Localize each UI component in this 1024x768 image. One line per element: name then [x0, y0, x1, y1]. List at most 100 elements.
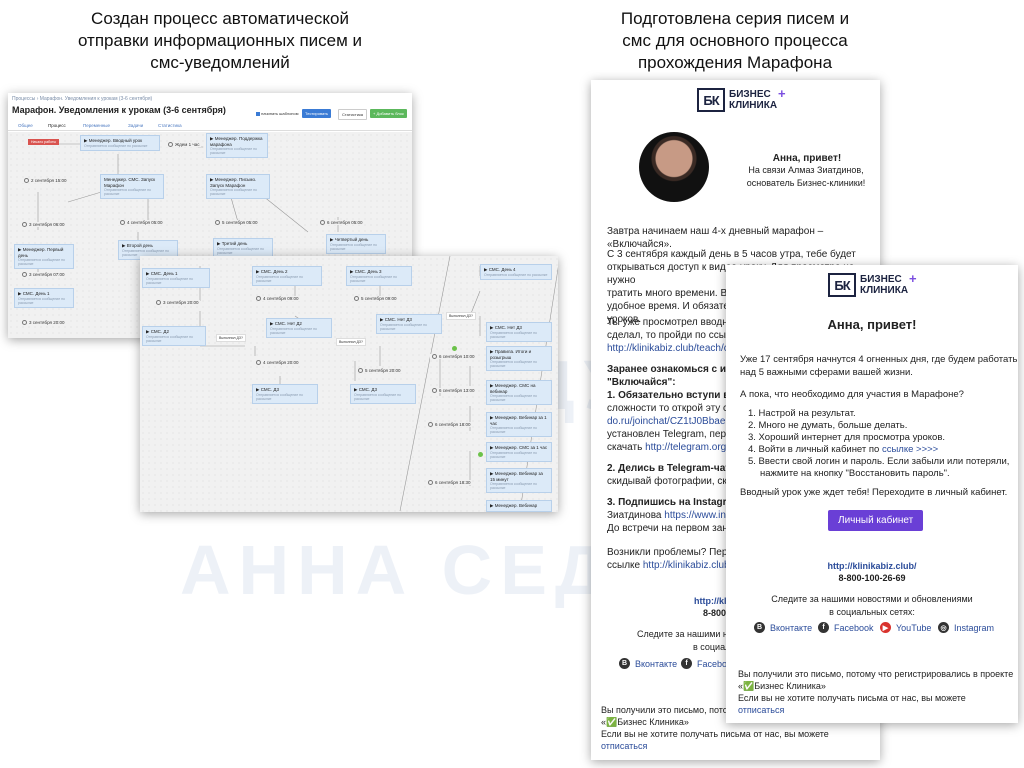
timer-node[interactable]: 3 сентября 07:00 — [20, 272, 67, 277]
text-line: Зиатдинова — [607, 510, 662, 521]
flow-node[interactable]: ▶ СМС. Д3 Отправляется сообщение по расс… — [350, 384, 416, 404]
flow-node[interactable]: ▶ СМС. День 2 Отправляется сообщение по … — [252, 266, 322, 286]
node-title: ▶ СМС. День 1 — [146, 271, 178, 276]
tab-general[interactable]: Общее — [18, 123, 33, 128]
timer-node[interactable]: 4 сентября 20:00 — [254, 360, 301, 365]
text-line: Вы получили это письмо, потому что регис… — [738, 669, 1014, 679]
timer-node[interactable]: 5 сентября 05:00 — [213, 220, 260, 225]
timer-node[interactable]: 6 сентября 05:00 — [318, 220, 365, 225]
node-subtitle: Отправляется сообщение по рассылке — [490, 450, 537, 459]
timer-node[interactable]: 5 сентября 09:00 — [352, 296, 399, 301]
cabinet-link[interactable]: ссылке >>>> — [881, 444, 939, 455]
flow-node[interactable]: ▶ Четвертый день Отправляется сообщение … — [326, 234, 386, 254]
condition-node[interactable]: Выполнил ДЗ? — [336, 338, 366, 346]
timer-node[interactable]: 6 сентября 18:30 — [426, 480, 473, 485]
flow-node[interactable]: ▶ Второй день Отправляется сообщение по … — [118, 240, 178, 260]
logo-mark: БК — [697, 88, 725, 112]
tab-statistics[interactable]: Статистика — [158, 123, 182, 128]
breadcrumb[interactable]: Процессы › Марафон. Уведомления к урокам… — [12, 96, 153, 102]
flow-node[interactable]: ▶ Правила. Итоги и розыгрыш Отправляется… — [486, 346, 552, 371]
flow-node[interactable]: ▶ Менеджер. Поддержка марафона Отправляе… — [206, 133, 268, 158]
status-dot — [478, 452, 483, 457]
flow-node[interactable]: ▶ СМС. Нет Д3 Отправляется сообщение по … — [486, 322, 552, 342]
stats-button[interactable]: Статистика — [338, 109, 368, 120]
tab-variables[interactable]: Переменные — [83, 123, 111, 128]
tab-tasks[interactable]: Задачи — [128, 123, 144, 128]
flow-node[interactable]: Менеджер. СМС. Запуск Марафон Отправляет… — [100, 174, 164, 199]
flow-node[interactable]: ▶ Менеджер. СМС на вебинар Отправляется … — [486, 380, 552, 405]
timer-node[interactable]: 2 сентября 15:00 — [22, 178, 69, 183]
list-item: 5. Ввести свой логин и пароль. Если забы… — [748, 456, 1010, 467]
flow-node[interactable]: ▶ СМС. Д2 Отправляется сообщение по расс… — [142, 326, 206, 346]
timer-node[interactable]: 4 сентября 05:00 — [118, 220, 165, 225]
greeting: Анна, привет! — [772, 153, 842, 164]
timer-node[interactable]: 3 сентября 06:00 — [20, 222, 67, 227]
flow-node[interactable]: ▶ Менеджер. Вебинар — [486, 500, 552, 512]
telegram-link[interactable]: http://telegram.org — [645, 442, 727, 453]
node-title: ▶ Правила. Итоги и розыгрыш — [490, 349, 532, 360]
start-tag[interactable]: Начало работы — [28, 139, 60, 145]
template-checkbox[interactable]: начинать шаблоном — [256, 111, 299, 116]
timer-node[interactable]: Ждем 1 час — [166, 142, 202, 147]
lesson-link[interactable]: http://klinikabiz.club/teach/contro — [607, 343, 752, 354]
flow-node[interactable]: ▶ СМС. День 3 Отправляется сообщение по … — [346, 266, 412, 286]
timer-node[interactable]: 6 сентября 13:00 — [430, 388, 477, 393]
unsubscribe-link[interactable]: отписаться — [601, 741, 648, 751]
instagram-link[interactable]: https://www.instag — [664, 510, 745, 521]
text-line: скидывай фотографии, скрин — [607, 476, 744, 487]
flow-node[interactable]: ▶ СМС. Нет Д3 Отправляется сообщение по … — [376, 314, 442, 334]
site-link[interactable]: http://klinikabiz.club/ — [827, 561, 917, 571]
condition-node[interactable]: Выполнил ДЗ? — [446, 312, 476, 320]
flow-node[interactable]: ▶ Менеджер. СМС за 1 час Отправляется со… — [486, 442, 552, 462]
timer-node[interactable]: 6 сентября 18:00 — [426, 422, 473, 427]
support-link[interactable]: http://klinikabiz.club/inst — [642, 560, 748, 571]
youtube-link[interactable]: ▶YouTube — [880, 622, 931, 633]
timer-node[interactable]: 5 сентября 20:00 — [356, 368, 403, 373]
flow-node[interactable]: ▶ Менеджер. Вебинар за 1 час Отправляетс… — [486, 412, 552, 437]
instructions: Заранее ознакомься с инстр "Включайся": … — [607, 363, 877, 522]
logo-line: БИЗНЕС — [860, 274, 902, 285]
timer-node[interactable]: 6 сентября 10:00 — [430, 354, 477, 359]
flow-node[interactable]: ▶ Менеджер. Письмо. Запуск Марафон Отпра… — [206, 174, 270, 199]
site-link[interactable]: http://kli — [694, 596, 729, 606]
node-title: ▶ Второй день — [122, 243, 153, 248]
flow-node[interactable]: ▶ Третий день Отправляется сообщение по … — [213, 238, 273, 258]
unsubscribe-link[interactable]: отписаться — [738, 705, 785, 715]
personal-cabinet-button[interactable]: Личный кабинет — [828, 510, 924, 531]
test-button[interactable]: Тестировать — [302, 109, 332, 118]
flow-node[interactable]: ▶ Менеджер. Вебинар за 15 минут Отправля… — [486, 468, 552, 493]
instagram-link[interactable]: ◎Instagram — [938, 622, 994, 633]
node-title: ▶ СМС. Д2 — [146, 329, 169, 334]
plus-icon: + — [909, 270, 917, 286]
flow-node[interactable]: ▶ СМС. День 1 Отправляется сообщение по … — [142, 268, 210, 288]
flow-node[interactable]: ▶ СМС. День 1 Отправляется сообщение по … — [14, 288, 74, 308]
condition-node[interactable]: Выполнил ДЗ? — [216, 334, 246, 342]
timer-label: 3 сентября 07:00 — [29, 272, 65, 277]
text-line: удобное время. И обязательн — [607, 301, 746, 312]
timer-node[interactable]: 4 сентября 09:00 — [254, 296, 301, 301]
flow-node[interactable]: ▶ СМС. Д3 Отправляется сообщение по расс… — [252, 384, 318, 404]
process-canvas[interactable]: ▶ СМС. День 1 Отправляется сообщение по … — [140, 256, 558, 512]
timer-node[interactable]: 3 сентября 20:00 — [154, 300, 201, 305]
checkbox-icon[interactable] — [256, 112, 260, 116]
flow-node[interactable]: ▶ Менеджер. Первый день Отправляется соо… — [14, 244, 74, 269]
telegram-chat-link[interactable]: do.ru/joinchat/CZ1tJ0BbaepjJVr — [607, 416, 748, 427]
timer-node[interactable]: 3 сентября 20:00 — [20, 320, 67, 325]
paragraph: Завтра начинаем наш 4-х дневный марафон … — [607, 226, 824, 250]
clock-icon — [256, 296, 261, 301]
timer-label: 3 сентября 06:00 — [29, 222, 65, 227]
flow-node[interactable]: ▶ СМС. Нет Д2 Отправляется сообщение по … — [266, 318, 332, 338]
clock-icon — [354, 296, 359, 301]
instagram-label: Instagram — [954, 622, 995, 633]
tab-process[interactable]: Процесс — [48, 123, 66, 128]
node-subtitle: Отправляется сообщение по рассылке — [210, 147, 257, 155]
flow-node[interactable]: ▶ Менеджер. Вводный урок Отправляется со… — [80, 135, 160, 151]
node-subtitle: Отправляется сообщение по рассылке — [18, 296, 65, 305]
flow-node[interactable]: ▶ СМС. День 4 Отправляется сообщение по … — [480, 264, 552, 280]
add-block-button[interactable]: + Добавить блок — [370, 109, 407, 118]
